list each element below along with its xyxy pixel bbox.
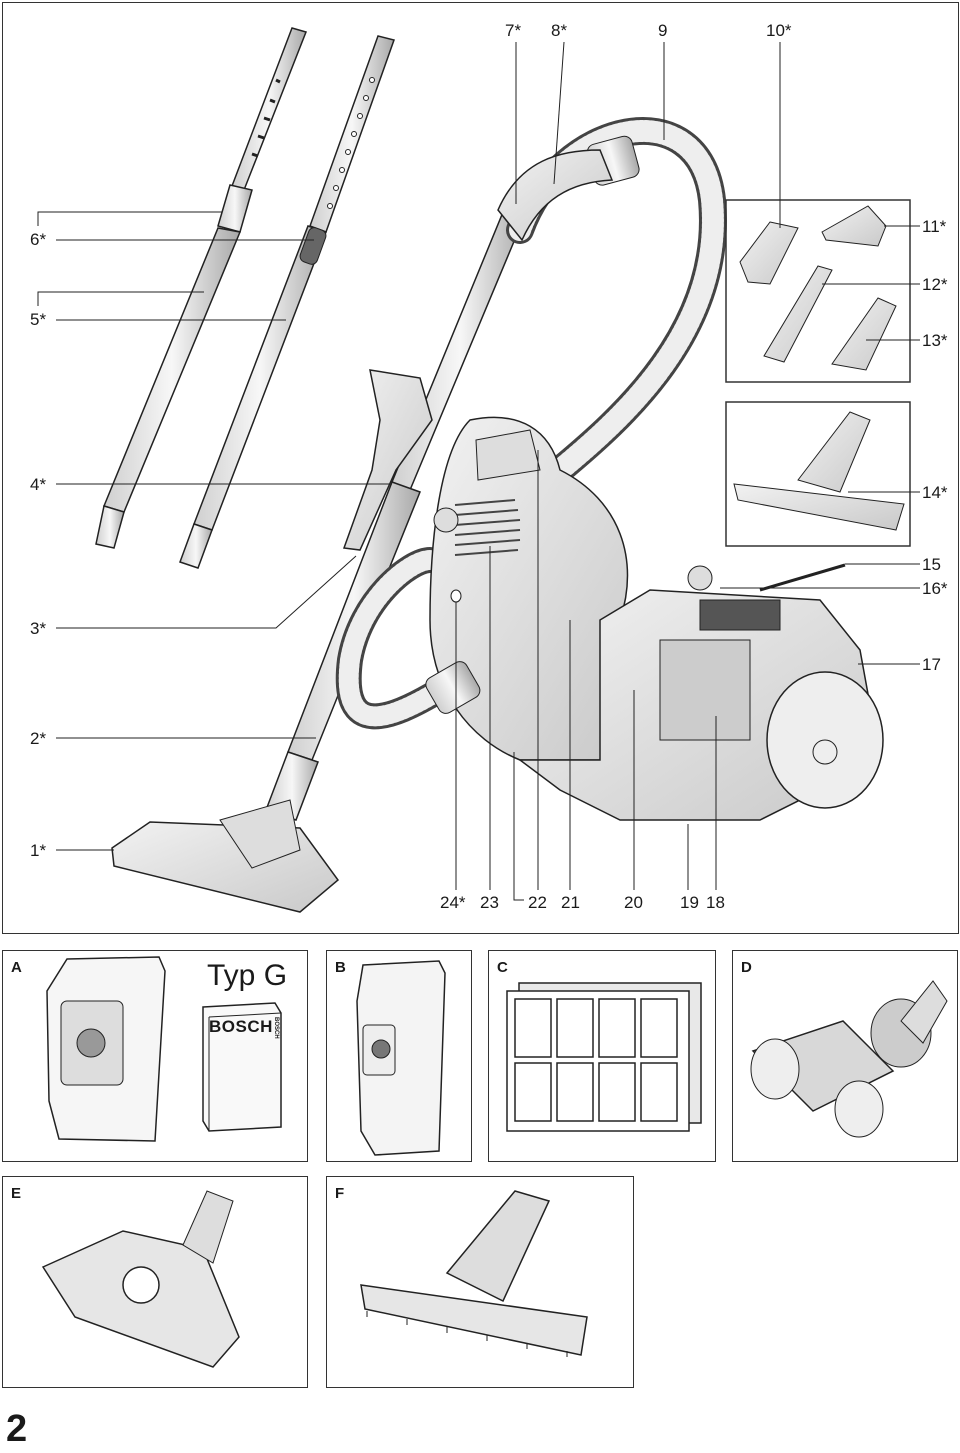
brand-logo-small: BOSCH <box>273 1017 279 1039</box>
label-5: 5* <box>30 310 47 329</box>
exhaust-filter-illustration <box>506 982 702 1132</box>
crevice-tool <box>763 265 833 363</box>
label-12: 12* <box>922 275 948 294</box>
hard-floor-nozzle-f-illustration <box>360 1190 588 1357</box>
panel-b-label: B <box>335 959 346 976</box>
panel-a-label: A <box>11 959 22 976</box>
upholstery-tool <box>821 205 887 247</box>
label-8: 8* <box>551 21 568 40</box>
label-10: 10* <box>766 21 792 40</box>
leader-lines <box>37 41 920 901</box>
brand-logo: BOSCH <box>209 1017 273 1036</box>
floor-nozzle <box>111 821 340 913</box>
panel-c-label: C <box>497 959 508 976</box>
label-14: 14* <box>922 483 948 502</box>
panel-b: B <box>326 950 472 1162</box>
upholstery-nozzle <box>342 369 433 551</box>
label-13: 13* <box>922 331 948 350</box>
label-15: 15 <box>922 555 941 574</box>
label-11: 11* <box>922 217 947 236</box>
label-1: 1* <box>30 841 47 860</box>
turbo-brush-d-illustration <box>750 980 948 1138</box>
label-9: 9 <box>658 21 668 40</box>
accessory-box <box>725 199 911 383</box>
label-22: 22 <box>528 893 547 912</box>
panel-f-label: F <box>335 1185 345 1202</box>
bag-type-label: Typ G <box>207 959 288 992</box>
label-7: 7* <box>505 21 522 40</box>
label-6: 6* <box>30 230 47 249</box>
telescopic-tube-left <box>95 27 307 549</box>
dust-bag-a-illustration <box>46 956 282 1142</box>
panel-a: A Typ G BOSCH BOSCH <box>2 950 308 1162</box>
label-21: 21 <box>561 893 580 912</box>
panel-e: E <box>2 1176 308 1388</box>
dusting-brush <box>739 221 799 285</box>
label-16: 16* <box>922 579 948 598</box>
label-24: 24* <box>440 893 466 912</box>
label-18: 18 <box>706 893 725 912</box>
page-number: 2 <box>6 1408 28 1450</box>
label-17: 17 <box>922 655 941 674</box>
label-4: 4* <box>30 475 47 494</box>
label-20: 20 <box>624 893 643 912</box>
dust-bag-b-illustration <box>356 960 446 1156</box>
panel-c: C <box>488 950 716 1162</box>
hard-floor-nozzle-box <box>725 401 911 547</box>
label-19: 19 <box>680 893 699 912</box>
panel-d-label: D <box>741 959 752 976</box>
turbo-brush-e-illustration <box>41 1190 240 1368</box>
label-23: 23 <box>480 893 499 912</box>
panel-f: F <box>326 1176 634 1388</box>
panel-e-label: E <box>11 1185 22 1202</box>
label-3: 3* <box>30 619 47 638</box>
panel-d: D <box>732 950 958 1162</box>
label-2: 2* <box>30 729 47 748</box>
flat-crevice-tool <box>831 297 897 371</box>
